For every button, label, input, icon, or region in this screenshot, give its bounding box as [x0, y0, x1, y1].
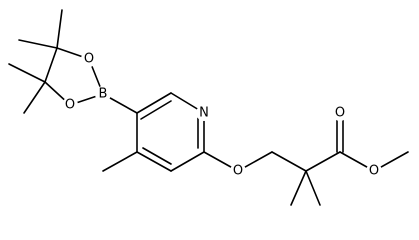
- atom-o-ester-label: O: [369, 164, 379, 179]
- atom-o-ring-top-label: O: [84, 52, 94, 67]
- bond-c1-me-a: [56, 9, 63, 49]
- atom-o-ring-bottom: O: [62, 97, 78, 113]
- bond-c2-me-a: [8, 63, 46, 83]
- bond-cq-me-a: [290, 170, 307, 206]
- bond-c1-c2: [44, 47, 58, 83]
- structure-diagram: O O B N O O O: [8, 9, 409, 206]
- bond-c1-me-b: [18, 39, 58, 49]
- atom-o-carbonyl-label: O: [335, 106, 345, 121]
- bond-c2-c3: [170, 151, 205, 172]
- atom-o-ring-top: O: [81, 51, 97, 67]
- bond-cq-me-b: [305, 170, 321, 206]
- bond-c2-me-b: [23, 81, 46, 114]
- bond-c4-methyl: [102, 151, 138, 172]
- bond-cq-ccarbonyl: [305, 151, 341, 172]
- bond-c5-c6: [136, 92, 172, 114]
- atom-n-label: N: [199, 106, 209, 121]
- atom-o-ether-label: O: [233, 164, 243, 179]
- bond-ch2-cq: [271, 151, 307, 172]
- atom-o-ether: O: [230, 163, 246, 179]
- bond-c5-c6-inner: [140, 100, 172, 120]
- atom-n: N: [196, 105, 212, 121]
- bond-c3-c4: [136, 151, 172, 172]
- atom-o-ester: O: [366, 163, 382, 179]
- atom-b: B: [95, 86, 111, 102]
- atom-o-carbonyl: O: [332, 105, 348, 121]
- atom-o-ring-bottom-label: O: [65, 98, 75, 113]
- bond-c3-c4-inner: [142, 147, 172, 165]
- molecule-svg: O O B N O O O: [8, 9, 409, 206]
- atom-b-label: B: [99, 87, 108, 102]
